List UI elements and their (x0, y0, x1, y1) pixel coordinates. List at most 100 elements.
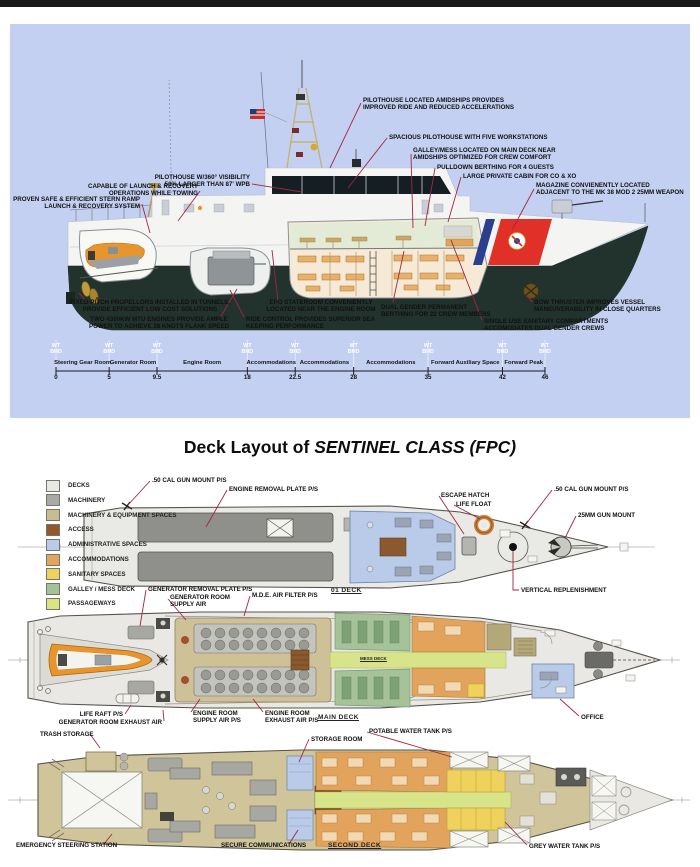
deck-label-6: VERTICAL REPLENISHMENT (521, 587, 607, 594)
deck-label-20: GREY WATER TANK P/S (529, 843, 601, 850)
deck-label-15-leader (89, 733, 101, 749)
escape-hatch (461, 536, 477, 556)
mast-ball (310, 143, 318, 151)
deck-label-12: ENGINE ROOM SUPPLY AIR P/S (193, 710, 241, 725)
scale-tick-0: 0 (54, 374, 58, 381)
profile-callout-0: PILOTHOUSE LOCATED AMIDSHIPS PROVIDES IM… (363, 97, 515, 112)
legend-swatch-5 (46, 553, 60, 566)
deck-label-8: GENERATOR ROOM SUPPLY AIR (170, 594, 230, 609)
deck-label-16: STORAGE ROOM (311, 736, 363, 743)
deck-plan-main (8, 611, 680, 709)
deck-label-3-leader (453, 504, 481, 520)
legend-swatch-8 (46, 597, 60, 610)
25mm-gun-plan (548, 536, 599, 558)
profile-callout-14-leader (450, 239, 483, 321)
scale-section-4: Accommodations (299, 360, 350, 366)
deck-label-13: ENGINE ROOM EXHAUST AIR P/S (265, 710, 319, 725)
scale-tick-8: 46 (541, 374, 549, 381)
profile-callout-15: BOW THRUSTER IMPROVES VESSEL MANEUVERABI… (534, 299, 661, 314)
deck-label-4-leader (525, 489, 553, 525)
legend-swatch-3 (46, 523, 60, 536)
secure-comms-room (286, 809, 314, 841)
legend-item-4: ADMINISTRATIVE SPACES (46, 538, 147, 551)
deck-plan-01 (18, 501, 655, 589)
profile-callout-1: SPACIOUS PILOTHOUSE WITH FIVE WORKSTATIO… (389, 134, 548, 141)
legend-label-7: GALLEY / MESS DECK (68, 585, 135, 593)
deck-label-18: EMERGENCY STEERING STATION (16, 842, 118, 849)
legend-swatch-6 (46, 568, 60, 581)
office-room (531, 663, 575, 699)
profile-callout-11: EPO STATEROOM CONVENIENTLY LOCATED NEAR … (266, 299, 376, 314)
profile-callout-11-leader (271, 249, 279, 302)
us-flag (250, 109, 288, 123)
legend-label-1: MACHINERY (68, 496, 106, 504)
deck-label-0: .50 CAL GUN MOUNT P/S (152, 477, 227, 484)
legend-swatch-4 (46, 538, 60, 551)
deck-label-19-leader (288, 829, 299, 845)
profile-callout-14: SINGLE USE SANITARY COMPARTMENTS ACCOMOD… (484, 318, 609, 333)
windlass-cross (156, 654, 168, 666)
engine-room-cutaway (189, 247, 271, 296)
page-title: Deck Layout of SENTINEL CLASS (FPC) (0, 437, 700, 458)
deck-label-14-leader (559, 698, 580, 717)
life-ring (197, 205, 203, 211)
wt-bhd-3: WT BHD (241, 343, 254, 355)
top-border-bar (0, 0, 700, 7)
bow-thruster (523, 283, 539, 299)
scale-section-5: Accommodations (366, 360, 416, 366)
profile-callout-12: RIDE CONTROL PROVIDES SUPERIOR SEA KEEPI… (246, 316, 376, 331)
deck-label-19: SECURE COMMUNICATIONS (221, 842, 307, 849)
scale-section-2: Engine Room (183, 360, 222, 366)
scale-tick-1: 5 (107, 374, 111, 381)
anchor-windlass (584, 641, 655, 679)
profile-callout-4-leader (447, 176, 462, 223)
deck-label-0-leader (127, 480, 151, 506)
profile-callout-0-leader (329, 102, 362, 169)
main-engines (181, 623, 317, 697)
wt-bhd-6: WT BHD (422, 343, 434, 355)
scale-section-7: Forward Peak (504, 360, 544, 366)
legend-item-2: MACHINERY & EQUIPMENT SPACES (46, 509, 177, 522)
deck-label-9: M.D.E. AIR FILTER P/S (252, 592, 318, 599)
legend-label-5: ACCOMMODATIONS (68, 556, 129, 563)
scale-section-0: Steering Gear Room (54, 360, 112, 366)
deck-label-2-leader (438, 495, 465, 535)
deck-label-17: POTABLE WATER TANK P/S (369, 728, 452, 735)
scale-tick-7: 42 (499, 374, 506, 381)
profile-callout-12-leader (229, 289, 245, 318)
legend-item-5: ACCOMMODATIONS (46, 553, 129, 566)
deck-label-13-leader (252, 698, 264, 713)
storage-room-blue (286, 755, 314, 791)
profile-callout-13: DUAL GENDER PERMANENT BERTHING FOR 22 CR… (381, 304, 491, 319)
racing-stripe (473, 219, 552, 265)
deck-label-18-leader (103, 833, 113, 845)
legend-item-8: PASSAGEWAYS (46, 597, 115, 610)
legend-label-8: PASSAGEWAYS (68, 600, 116, 608)
profile-callout-15-leader (526, 294, 533, 303)
legend-swatch-2 (46, 509, 60, 522)
deck-label-10-leader (124, 704, 132, 715)
deck-label-14: OFFICE (581, 714, 604, 721)
legend-label-6: SANITARY SPACES (68, 570, 126, 578)
wt-bhd-0: WT BHD (50, 343, 62, 355)
scale-section-6: Forward Auxiliary Space (431, 360, 500, 366)
deck-label-2: ESCAPE HATCH (441, 492, 490, 499)
deck-label-17-leader (366, 731, 453, 758)
scale-section-1: Generator Room (109, 360, 157, 366)
profile-callout-2: GALLEY/MESS LOCATED ON MAIN DECK NEAR AM… (413, 147, 556, 162)
wt-bhd-5: WT BHD (347, 343, 360, 355)
pilothouse-windows (272, 176, 451, 194)
deck-label-11-leader (162, 709, 165, 722)
ladder (369, 251, 377, 296)
caption-01-deck: 01 DECK (331, 587, 362, 594)
legend-swatch-0 (46, 479, 60, 492)
profile-callout-3-leader (424, 167, 436, 227)
deck-label-10: LIFE RAFT P/S (79, 711, 123, 718)
deck-label-1: ENGINE REMOVAL PLATE P/S (229, 486, 319, 493)
stern-ramp-cutaway (78, 228, 159, 283)
deck-plan-second (8, 749, 690, 851)
profile-callout-9-leader (78, 292, 87, 302)
ship-profile (66, 60, 649, 331)
